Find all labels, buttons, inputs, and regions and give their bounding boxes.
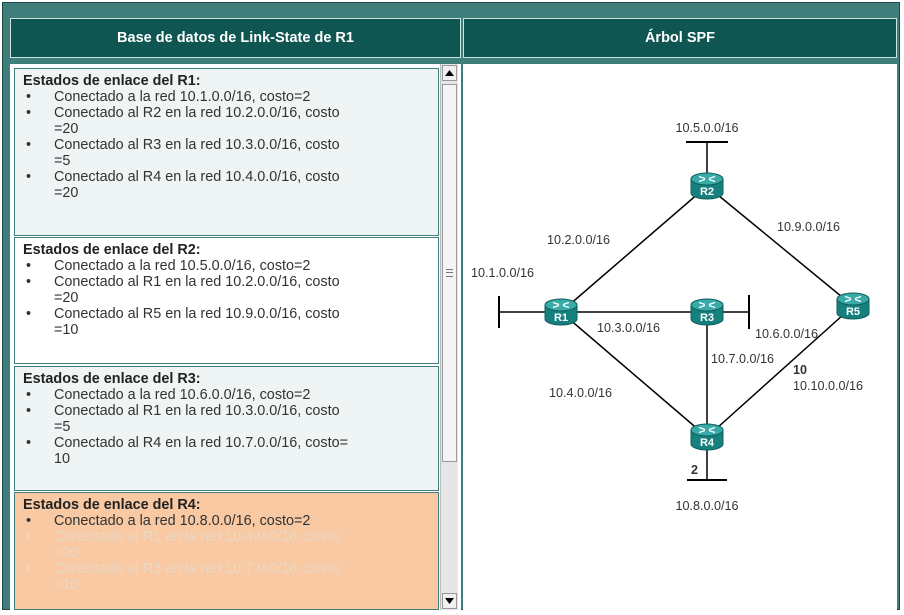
network-label: 10.4.0.0/16 [549, 386, 612, 400]
link-state-item: Conectado al R4 en la red 10.4.0.0/16, c… [23, 169, 432, 201]
cost-label: 10 [793, 363, 807, 377]
network-label: 10.6.0.0/16 [755, 327, 818, 341]
router-r5: R5 [836, 292, 870, 320]
link-state-item: Conectado al R4 en la red 10.7.0.0/16, c… [23, 435, 432, 467]
arrow-down-icon [445, 598, 454, 604]
router-label: R3 [700, 312, 714, 324]
network-label: 10.7.0.0/16 [711, 352, 774, 366]
link-state-item: Conectado al R5 en la red 10.9.0.0/16, c… [23, 306, 432, 338]
scroll-thumb[interactable] [442, 84, 457, 462]
spf-diagram: R1 R2 R3 R4 R5 10.5.0.0/16 10.2.0.0/16 1… [471, 121, 870, 513]
link-state-r3: Estados de enlace del R3: Conectado a la… [14, 366, 439, 491]
link-state-item: Conectado al R3 en la red 10.7.0.0/16, c… [23, 561, 432, 593]
link-state-item: Conectado al R1 en la red 10.4.0.0/16, c… [23, 529, 432, 561]
lsdb-panel: Estados de enlace del R1: Conectado a la… [10, 64, 461, 610]
link-r1-r2 [560, 185, 708, 313]
router-r4: R4 [690, 423, 724, 451]
link-state-item: Conectado a la red 10.8.0.0/16, costo=2 [23, 513, 432, 529]
link-state-item: Conectado a la red 10.5.0.0/16, costo=2 [23, 258, 432, 274]
link-state-r2: Estados de enlace del R2: Conectado a la… [14, 237, 439, 364]
link-r4-r5 [706, 305, 854, 438]
arrow-up-icon [445, 70, 454, 76]
spf-tree-panel: R1 R2 R3 R4 R5 10.5.0.0/16 10.2.0.0/16 1… [463, 64, 897, 610]
link-state-item: Conectado al R1 en la red 10.2.0.0/16, c… [23, 274, 432, 306]
router-r2: R2 [690, 172, 724, 200]
cost-label: 2 [691, 463, 698, 477]
link-state-item: Conectado a la red 10.6.0.0/16, costo=2 [23, 387, 432, 403]
grip-icon [446, 269, 453, 277]
router-r3: R3 [690, 298, 724, 326]
link-state-item: Conectado al R2 en la red 10.2.0.0/16, c… [23, 105, 432, 137]
lsdb-header: Base de datos de Link-State de R1 [10, 18, 461, 58]
link-state-item: Conectado al R1 en la red 10.3.0.0/16, c… [23, 403, 432, 435]
spf-tree-header: Árbol SPF [463, 18, 897, 58]
network-label: 10.9.0.0/16 [777, 220, 840, 234]
link-state-title: Estados de enlace del R2: [23, 242, 201, 258]
router-r1: R1 [544, 298, 578, 326]
scroll-down-button[interactable] [442, 593, 457, 609]
lsdb-scrollbar[interactable] [440, 64, 458, 610]
network-label: 10.2.0.0/16 [547, 233, 610, 247]
network-label: 10.5.0.0/16 [675, 121, 738, 135]
link-state-item: Conectado a la red 10.1.0.0/16, costo=2 [23, 89, 432, 105]
link-r1-r4 [560, 311, 708, 438]
network-label: 10.1.0.0/16 [471, 266, 534, 280]
router-label: R2 [700, 186, 714, 198]
link-state-title: Estados de enlace del R4: [23, 497, 201, 513]
network-label: 10.10.0.0/16 [793, 379, 863, 393]
link-state-title: Estados de enlace del R1: [23, 73, 201, 89]
network-label: 10.3.0.0/16 [597, 321, 660, 335]
link-r2-r5 [706, 185, 854, 307]
router-label: R1 [554, 312, 568, 324]
router-label: R4 [700, 437, 715, 449]
router-label: R5 [846, 306, 860, 318]
link-state-title: Estados de enlace del R3: [23, 371, 201, 387]
network-label: 10.8.0.0/16 [675, 499, 738, 513]
link-state-r4: Estados de enlace del R4: Conectado a la… [14, 492, 439, 610]
scroll-up-button[interactable] [442, 65, 457, 81]
link-state-r1: Estados de enlace del R1: Conectado a la… [14, 68, 439, 236]
link-state-item: Conectado al R3 en la red 10.3.0.0/16, c… [23, 137, 432, 169]
